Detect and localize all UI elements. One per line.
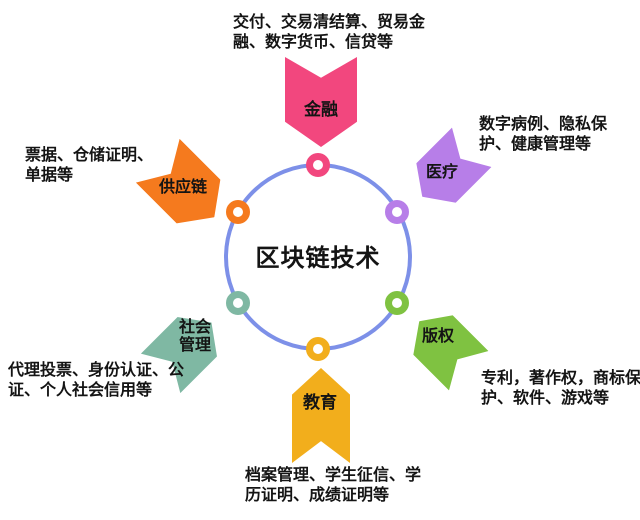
finance-node-ring	[306, 153, 330, 177]
education-node-ring	[306, 337, 330, 361]
diagram-title: 区块链技术	[255, 245, 381, 272]
supply-chain-arrow-label: 供应链	[158, 179, 207, 196]
copyright-arrow	[399, 301, 488, 390]
copyright-node-ring	[385, 291, 409, 315]
medical-node-ring	[385, 200, 409, 224]
supply-chain-node-ring	[226, 200, 250, 224]
education-description: 档案管理、学生征信、学历证明、成绩证明等	[245, 467, 422, 504]
finance-arrow-label: 金融	[304, 100, 338, 119]
supply-chain-description: 票据、仓储证明、单据等	[25, 147, 154, 184]
finance-description: 交付、交易清结算、贸易金融、数字货币、信贷等	[233, 14, 426, 51]
education-arrow	[292, 368, 350, 463]
medical-arrow-label: 医疗	[425, 164, 458, 181]
social-management-node-ring	[226, 291, 250, 315]
copyright-description: 专利，著作权，商标保护、软件、游戏等	[481, 370, 640, 407]
social-management-description: 代理投票、身份认证、公证、个人社会信用等	[8, 362, 185, 399]
medical-description: 数字病例、隐私保护、健康管理等	[479, 116, 608, 153]
social-management-arrow-label: 社会 管理	[178, 319, 211, 354]
copyright-arrow-label: 版权	[421, 328, 454, 345]
education-arrow-label: 教育	[303, 393, 337, 412]
